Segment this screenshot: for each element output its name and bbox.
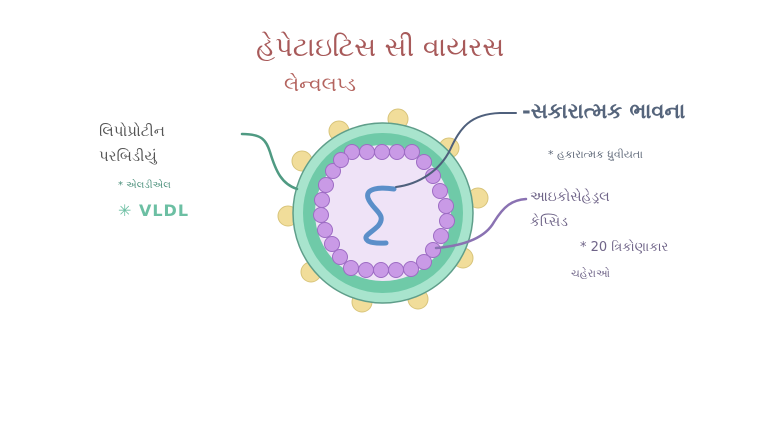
lipoprotein-vldl-note: ✳ VLDL <box>118 201 190 220</box>
capsid-faces-note-line2: ચહેરાઓ <box>571 267 610 280</box>
positive-sense-label: -સકારાત્મક ભાવના <box>522 99 686 123</box>
positive-polarity-note: * હકારાત્મક ધ્રુવીયતા <box>548 148 643 161</box>
lipoprotein-leader-line <box>240 132 299 191</box>
capsid-label-line2: કેપ્સિડ <box>530 214 568 230</box>
capsid-label-line1: આઇકોસેહેડ્રલ <box>530 189 610 205</box>
rna-strand-icon <box>363 185 397 246</box>
lipoprotein-label-line2: પરબિડીયું <box>99 147 157 165</box>
positive-sense-leader-line <box>395 112 517 188</box>
capsid-faces-note: * 20 ત્રિકોણાકાર <box>580 240 669 255</box>
lipoprotein-ldl-note: * એલડીએલ <box>118 180 171 191</box>
capsid-leader-line <box>434 197 528 250</box>
lipoprotein-label-line1: લિપોપ્રોટીન <box>99 122 165 140</box>
capsid-icon <box>313 144 455 278</box>
diagram-subtitle: લેન્વલપ્ડ <box>284 72 357 96</box>
diagram-title: હેપેટાઇટિસ સી વાયરસ <box>256 32 505 63</box>
